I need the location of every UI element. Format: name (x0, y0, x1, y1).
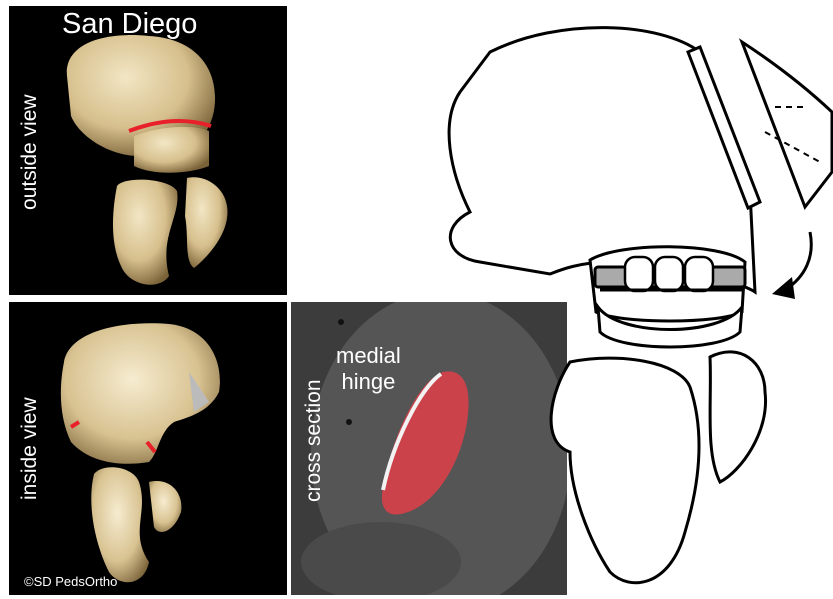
lower-bone-outline-right (710, 352, 766, 482)
bone-wedge (742, 42, 832, 207)
medial-hinge-line1: medial (336, 343, 401, 369)
copyright-label: ©SD PedsOrtho (24, 574, 117, 589)
outside-view-panel (9, 6, 287, 295)
outside-view-label: outside view (18, 94, 42, 210)
inside-view-panel (9, 302, 287, 595)
lower-bone-outline (551, 358, 699, 583)
title-label: San Diego (62, 8, 197, 41)
outside-view-bone-render (9, 6, 287, 295)
schematic-drawing (420, 12, 833, 599)
inside-view-label: inside view (18, 397, 42, 500)
medial-hinge-label: medial hinge (336, 343, 401, 395)
osteotomy-schematic-diagram (420, 12, 833, 599)
inside-view-bone-render (9, 302, 287, 595)
cross-section-label: cross section (302, 379, 326, 502)
medial-hinge-line2: hinge (336, 369, 401, 395)
